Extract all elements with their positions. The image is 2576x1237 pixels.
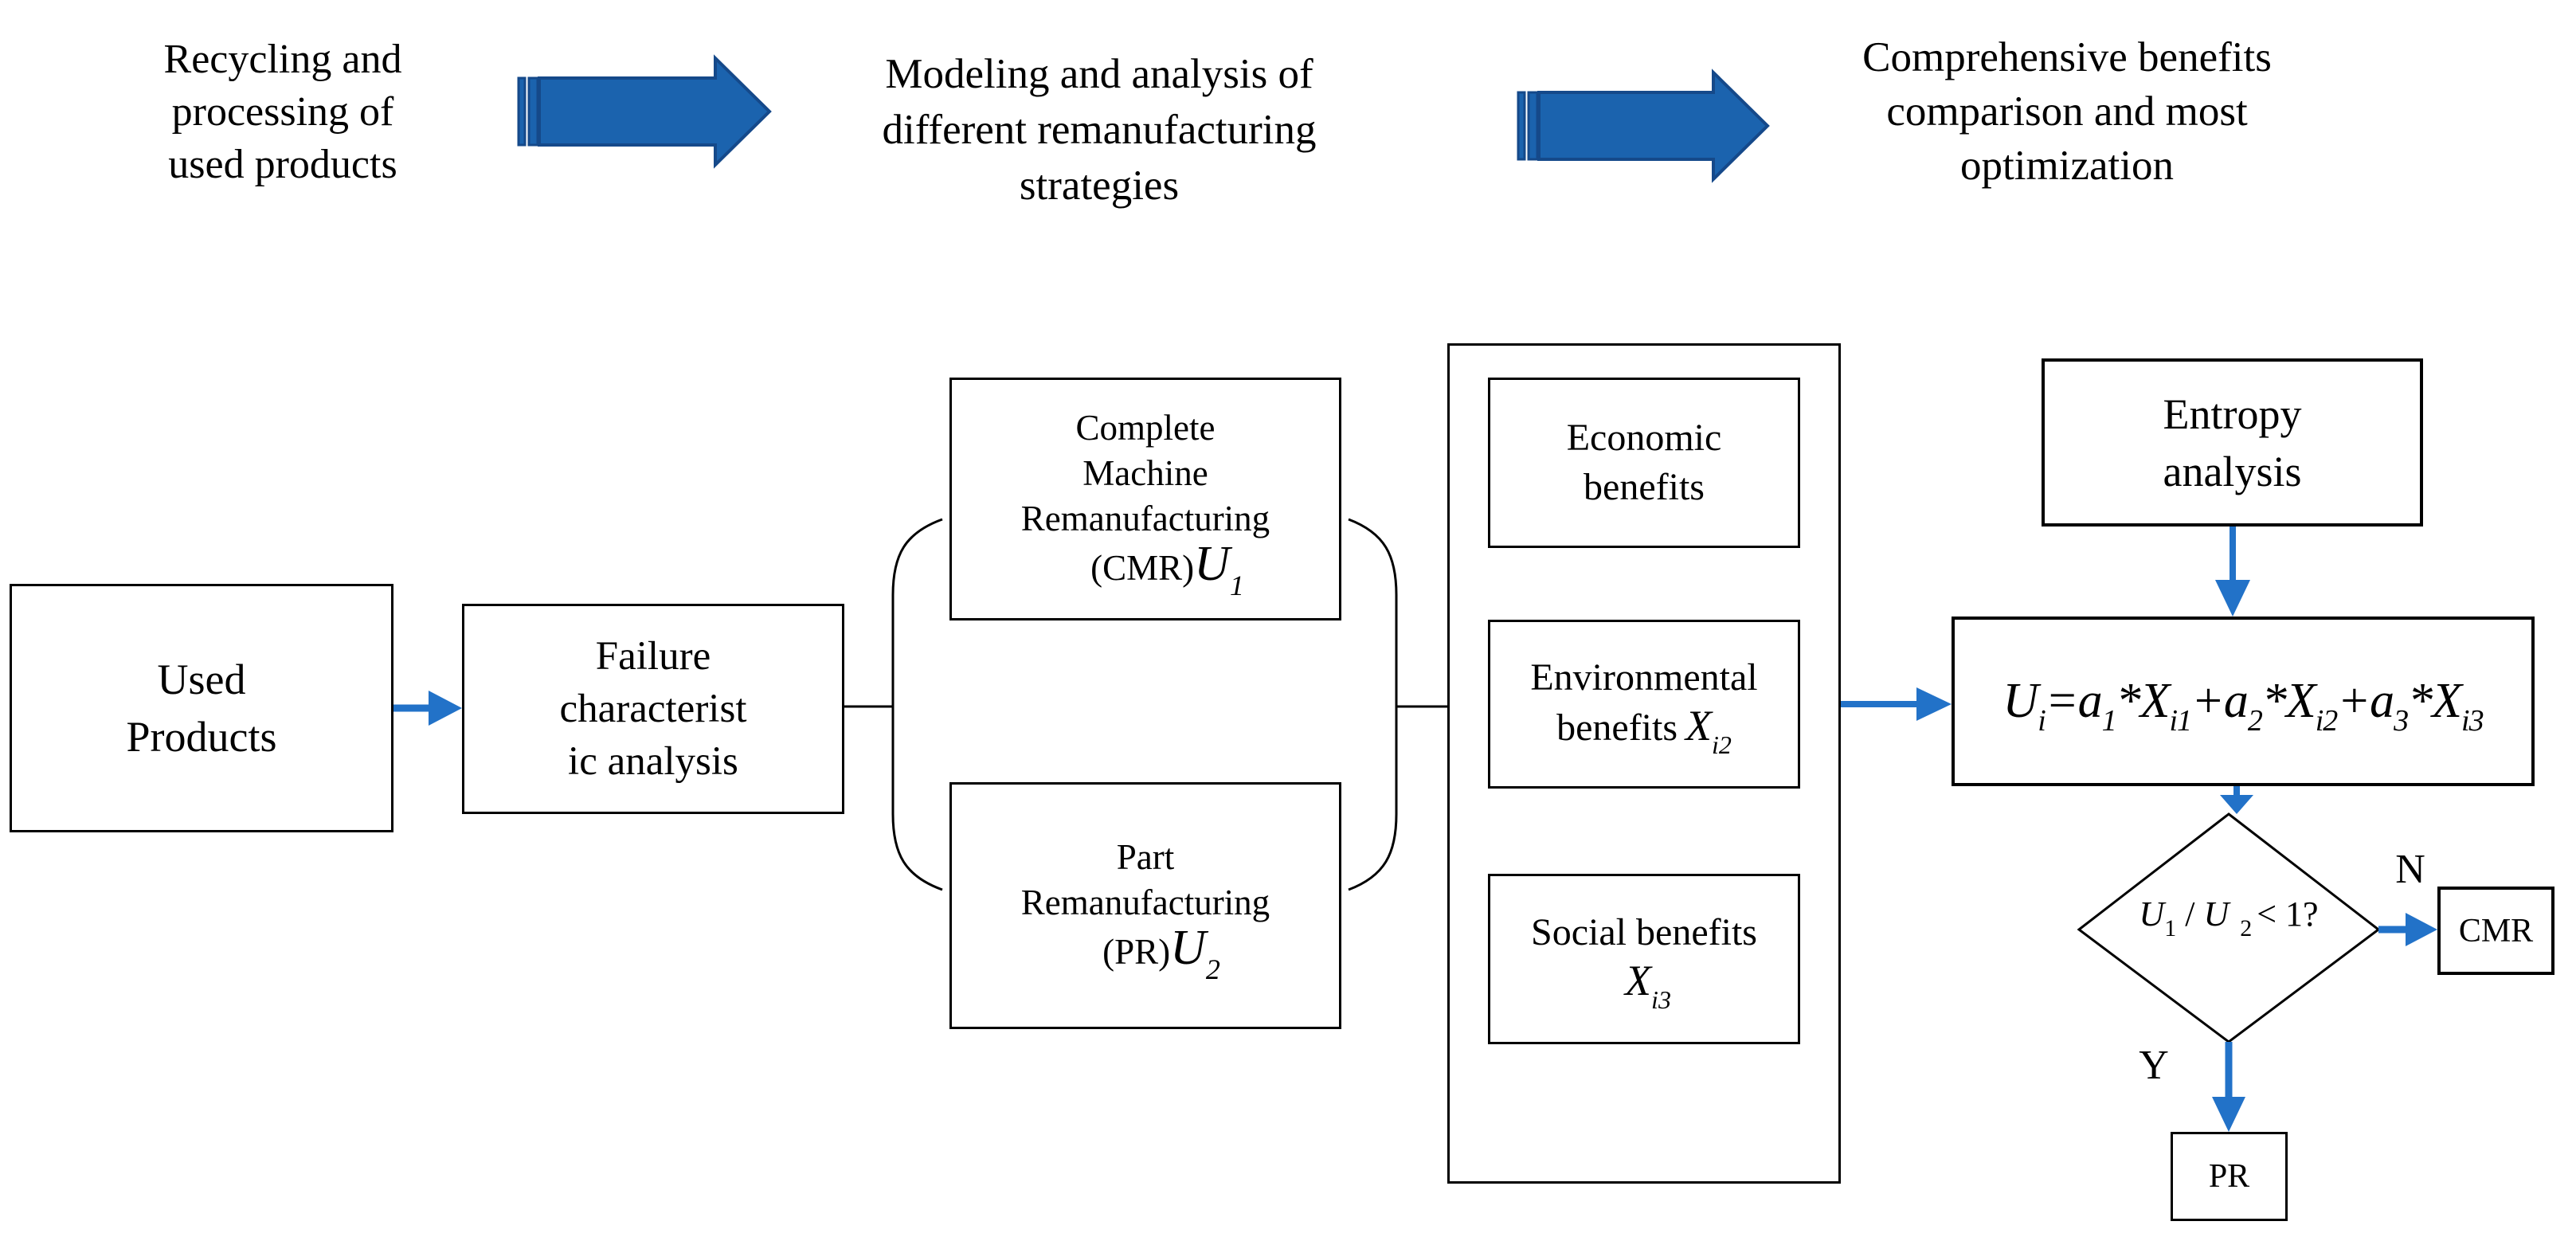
formula-x1-sub: i1: [2169, 704, 2192, 738]
social-x-subscript: i3: [1651, 985, 1671, 1015]
result-pr-label: PR: [2208, 1158, 2250, 1195]
formula-x3-sub: i3: [2461, 704, 2484, 738]
node-pr-lines: Part Remanufacturing: [1020, 836, 1270, 922]
node-entropy-analysis-label: Entropy analysis: [2163, 389, 2302, 495]
branch-label-yes: Y: [2139, 1043, 2169, 1088]
environmental-line1: Environmental: [1530, 656, 1758, 699]
top-step-1-label: Recycling and processing of used product…: [163, 37, 402, 187]
block-arrow-1-stripe-1: [517, 76, 527, 147]
environmental-line2: benefits X i2: [1556, 701, 1732, 760]
top-step-3-label: Comprehensive benefits comparison and mo…: [1862, 34, 2272, 189]
social-line2: X i3: [1617, 956, 1671, 1015]
node-part-remanufacturing: Part Remanufacturing (PR) U 2: [949, 782, 1341, 1029]
node-cmr-lines: Complete Machine Remanufacturing: [1020, 407, 1270, 538]
node-environmental-benefits: Environmental benefits X i2: [1488, 620, 1800, 789]
social-x-symbol: X: [1625, 956, 1652, 1004]
node-used-products: Used Products: [10, 584, 393, 832]
arrow-yes-head: [2212, 1097, 2245, 1132]
cmr-prefix: (CMR): [1090, 547, 1195, 588]
environmental-x-subscript: i2: [1712, 730, 1732, 760]
block-arrow-2-stripe-2: [1527, 91, 1539, 161]
formula-x1: *X: [2116, 674, 2171, 728]
node-economic-benefits-label: Economic benefits: [1566, 417, 1722, 508]
decision-slash: /: [2176, 894, 2204, 934]
pr-u-symbol: U: [1170, 920, 1206, 975]
arrow-benefits-to-formula-head: [1916, 687, 1952, 721]
formula-a2-sub: 2: [2247, 704, 2263, 738]
formula-U-sub: i: [2038, 704, 2046, 738]
arrow-no-head: [2406, 913, 2437, 946]
right-brace: [1348, 518, 1398, 891]
cmr-u-subscript: 1: [1229, 570, 1244, 602]
formula-U: U: [2002, 674, 2038, 728]
branch-label-no: N: [2395, 847, 2425, 892]
decision-u1-sub: 1: [2164, 914, 2177, 941]
decision-u2-sub: 2: [2240, 914, 2253, 941]
formula-a3: +a: [2337, 674, 2394, 728]
node-entropy-analysis: Entropy analysis: [2042, 358, 2423, 527]
block-arrow-2-stripe-1: [1517, 91, 1526, 161]
result-cmr-label: CMR: [2458, 912, 2534, 949]
node-pr-symbol-line: (PR) U 2: [1102, 920, 1220, 986]
node-social-benefits: Social benefits X i3: [1488, 874, 1800, 1044]
arrow-entropy-to-formula-head: [2215, 580, 2250, 617]
formula-x2: *X: [2261, 674, 2316, 728]
node-used-products-label: Used Products: [126, 656, 277, 761]
arrow-formula-to-diamond-head: [2220, 795, 2253, 814]
result-cmr-box: CMR: [2437, 887, 2554, 975]
top-step-2-label: Modeling and analysis of different reman…: [882, 51, 1317, 209]
formula-eq-a1: =a: [2045, 674, 2103, 728]
environmental-benefits-word: benefits: [1556, 706, 1678, 749]
decision-comparison: < 1?: [2257, 894, 2319, 934]
formula-x3: *X: [2408, 674, 2462, 728]
pr-prefix: (PR): [1102, 931, 1171, 972]
pr-u-subscript: 2: [1205, 953, 1220, 986]
social-line1: Social benefits: [1531, 910, 1757, 953]
block-arrow-1-stripe-2: [527, 76, 539, 147]
arrow-used-to-failure-head: [429, 691, 462, 726]
block-arrow-1: [538, 54, 772, 169]
node-complete-machine-remanufacturing: Complete Machine Remanufacturing (CMR) U…: [949, 378, 1341, 620]
decision-u1: U: [2139, 894, 2165, 934]
block-arrow-2: [1537, 69, 1770, 183]
formula-x2-sub: i2: [2315, 704, 2339, 738]
decision-u2: U: [2203, 894, 2230, 934]
formula-a1-sub: 1: [2101, 704, 2117, 738]
node-failure-analysis-label: Failure characterist ic analysis: [559, 634, 747, 784]
environmental-x-symbol: X: [1685, 701, 1713, 750]
result-pr-box: PR: [2171, 1132, 2288, 1221]
benefits-container: [1447, 343, 1841, 1184]
cmr-u-symbol: U: [1194, 536, 1230, 591]
node-economic-benefits: Economic benefits: [1488, 378, 1800, 548]
formula-a2: +a: [2191, 674, 2249, 728]
node-failure-analysis: Failure characterist ic analysis: [462, 604, 844, 814]
left-brace: [891, 518, 943, 891]
formula-a3-sub: 3: [2394, 704, 2409, 738]
node-cmr-symbol-line: (CMR) U 1: [1090, 536, 1244, 602]
